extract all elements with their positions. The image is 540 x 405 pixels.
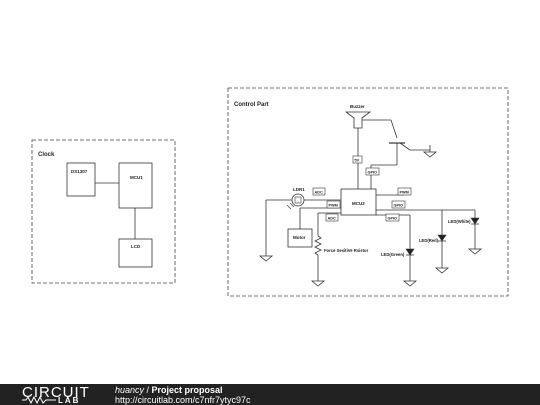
ground-symbol-led-red (434, 267, 450, 274)
project-url[interactable]: http://circuitlab.com/c7nfr7ytyc97c (115, 395, 251, 405)
ldr-light-arrow-1 (286, 204, 292, 210)
led-green-label: LED(Green) (381, 252, 405, 257)
mcu2-label: MCU2 (352, 201, 365, 206)
ds1307-block (66, 162, 96, 197)
lcd-block (118, 238, 153, 268)
ds1307-label: DS1307 (71, 169, 88, 174)
tag-pwm-motor (326, 200, 341, 209)
mcu1-block (118, 162, 153, 209)
buzzer-symbol (344, 111, 372, 129)
tag-adc-fsr-text: ADC (328, 217, 336, 221)
logo-lab-text: LAB (58, 396, 81, 405)
tag-pwm-right-text: PWM (400, 191, 409, 195)
mcu2-block (340, 188, 377, 216)
fsr-resistor-symbol (314, 235, 322, 256)
schematic-canvas: Clock DS1307 MCU1 LCD Control Part Buzze… (31, 87, 509, 297)
fsr-label: Force SesitiVe Rsistor (324, 248, 369, 253)
transistor-collector (390, 119, 398, 139)
logo-wave-icon (22, 396, 56, 404)
tag-gpio-top-text: GPIO (368, 171, 378, 175)
footer-bar: CIRCUIT LAB huancy / Project proposal ht… (0, 384, 540, 405)
tag-adc-ldr (312, 187, 326, 196)
tag-gpio-mid (391, 200, 406, 209)
tag-gpio-top (365, 167, 380, 176)
byline-separator: / (144, 385, 152, 395)
buzzer-label: Buzzer (350, 104, 365, 109)
ldr-light-arrow-2 (289, 202, 295, 208)
tag-5v-text: 5V (355, 159, 360, 163)
logo-circuit-text: CIRCUIT (22, 384, 90, 401)
led-red-symbol (437, 234, 447, 242)
ldr-symbol (291, 193, 305, 207)
clock-group-label: Clock (38, 152, 55, 158)
tag-gpio-low (385, 213, 400, 222)
tag-gpio-mid-text: GPIO (394, 204, 404, 208)
clock-group-box (31, 139, 176, 284)
ground-symbol-led-white (467, 248, 483, 255)
control-group-box (227, 87, 509, 297)
author-link[interactable]: huancy (115, 385, 145, 395)
ldr-body (294, 196, 302, 204)
tag-adc-fsr (325, 213, 339, 222)
ground-symbol-top (422, 151, 438, 158)
motor-block (287, 228, 313, 248)
lcd-label: LCD (131, 244, 141, 249)
motor-label: Motor (293, 235, 306, 240)
mcu1-label: MCU1 (130, 175, 143, 180)
ldr-label: LDR1 (293, 187, 305, 192)
tag-pwm-motor-text: PWM (329, 204, 338, 208)
ground-symbol-fsr (310, 280, 326, 287)
led-green-symbol (405, 248, 415, 256)
tag-gpio-low-text: GPIO (388, 217, 398, 221)
led-white-label: LED(White) (448, 219, 471, 224)
tag-5v (352, 155, 363, 164)
project-byline: huancy / Project proposal (115, 385, 223, 395)
control-group-label: Control Part (234, 102, 269, 108)
tag-pwm-right (397, 187, 412, 196)
tag-adc-ldr-text: ADC (315, 191, 323, 195)
project-title[interactable]: Project proposal (151, 385, 223, 395)
ground-symbol-ldr (258, 255, 274, 262)
led-white-symbol (470, 217, 480, 225)
ground-symbol-led-green (402, 280, 418, 287)
transistor-emitter (399, 142, 411, 151)
led-red-label: LED(Red) (419, 238, 439, 243)
